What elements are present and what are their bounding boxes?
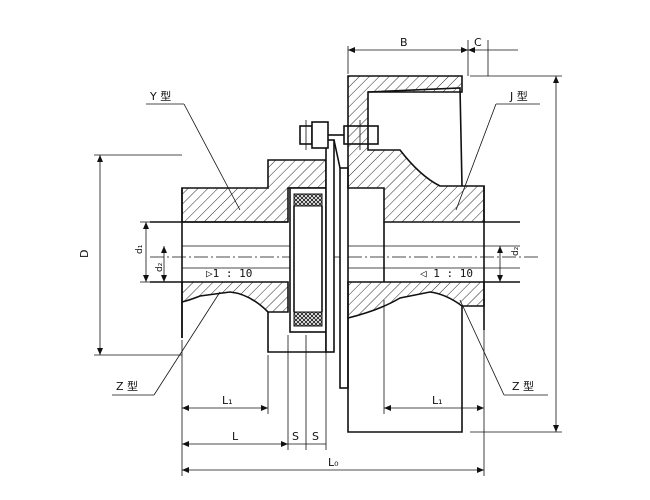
dimension-d-right: d₂: [497, 246, 521, 282]
dimension-bottom: L₁ L₁ L S S L₀: [181, 300, 485, 476]
label-L: L: [232, 430, 239, 443]
label-D: D: [78, 250, 91, 258]
label-C: C: [474, 36, 482, 49]
leader-Z-left: Z 型: [112, 291, 221, 396]
label-S2: S: [312, 430, 319, 443]
taper-right: ◁ 1 : 10: [420, 267, 473, 280]
dimension-B-C: B C: [347, 36, 518, 76]
leader-J: J 型: [455, 89, 540, 211]
label-d2-left: d₂: [155, 262, 165, 272]
label-S1: S: [292, 430, 299, 443]
label-L1-left: L₁: [222, 394, 233, 407]
label-L1-right: L₁: [432, 394, 443, 407]
label-Z-type-right: Z 型: [512, 379, 534, 393]
label-d2-right: d₂: [511, 246, 521, 256]
label-d1: d₁: [135, 244, 145, 254]
label-Z-type-left: Z 型: [116, 379, 138, 393]
elastic-ring: [289, 187, 327, 333]
right-hub: [347, 75, 520, 433]
leader-Z-right: Z 型: [459, 299, 548, 396]
label-Y-type: Y 型: [149, 89, 171, 103]
flange-plates: [325, 139, 349, 389]
left-hub: [150, 159, 327, 353]
dimension-D: D: [78, 154, 182, 356]
label-J-type: J 型: [509, 89, 528, 103]
label-L0: L₀: [328, 456, 339, 469]
label-B: B: [400, 36, 408, 49]
dimension-d-left: d₁ d₂: [135, 221, 182, 283]
taper-left: ▷1 : 10: [206, 267, 252, 280]
dimension-right-height: [470, 75, 562, 433]
leader-Y: Y 型: [146, 89, 241, 211]
